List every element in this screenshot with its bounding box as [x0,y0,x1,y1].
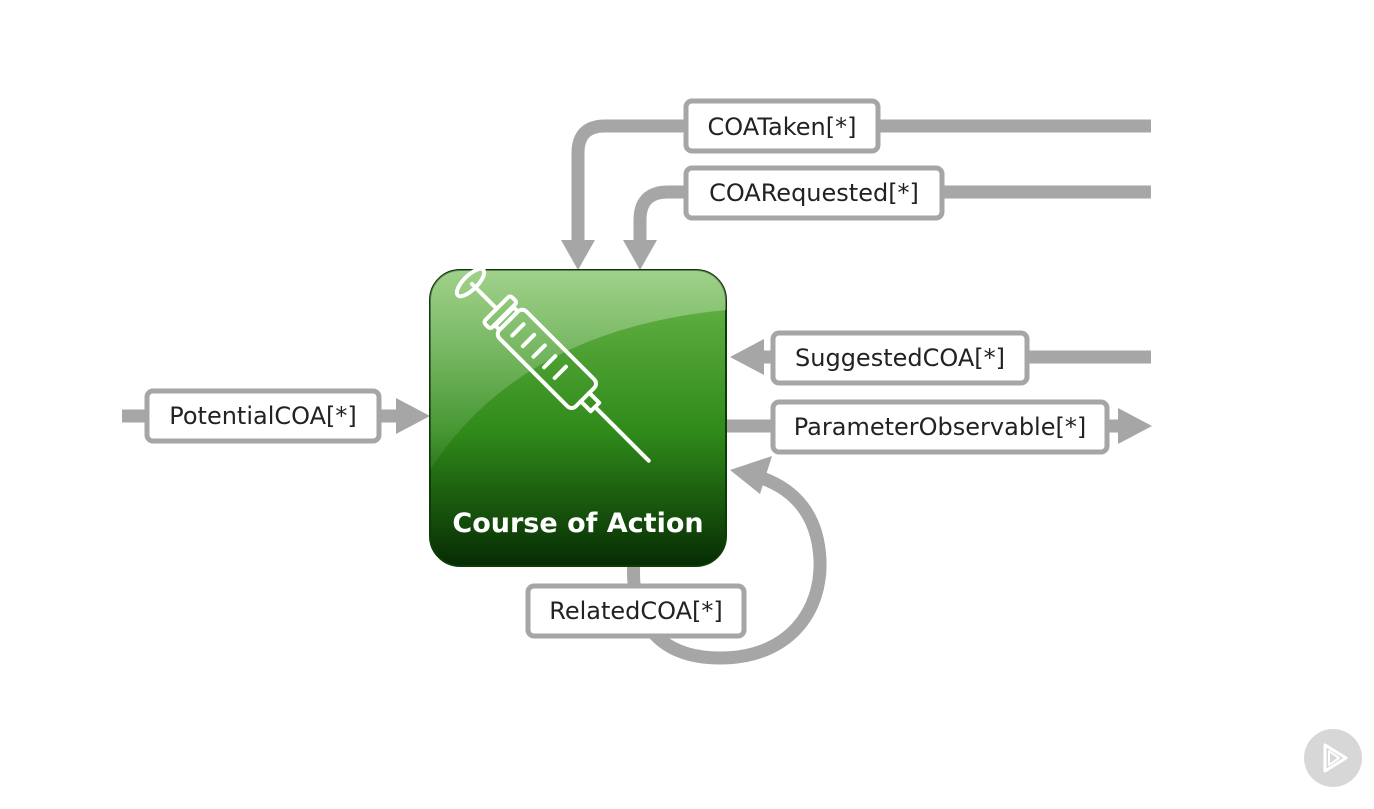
play-icon [1323,743,1348,773]
label-potential-coa-text: PotentialCOA[*] [169,402,357,430]
label-coa-requested-text: COARequested[*] [709,179,919,207]
arrowhead-coa-taken [561,240,595,270]
central-node-title: Course of Action [452,508,703,539]
label-suggested-coa: SuggestedCOA[*] [770,330,1030,386]
arrowhead-coa-requested [623,240,657,270]
label-suggested-coa-text: SuggestedCOA[*] [795,344,1005,372]
play-button[interactable] [1304,729,1362,787]
label-coa-taken: COATaken[*] [683,98,881,154]
arrowhead-parameter-observable [1118,408,1152,444]
syringe-icon [454,266,651,463]
label-parameter-observable-text: ParameterObservable[*] [794,413,1086,441]
label-coa-taken-text: COATaken[*] [708,113,857,141]
arrowhead-potential-coa [396,398,430,434]
arrowhead-suggested-coa [730,339,764,375]
label-coa-requested: COARequested[*] [683,165,945,221]
central-node: Course of Action [429,266,727,567]
connector-coa-requested [633,185,1151,242]
arrowhead-related-coa [730,456,772,494]
label-parameter-observable: ParameterObservable[*] [770,399,1110,455]
label-related-coa: RelatedCOA[*] [525,583,747,639]
label-potential-coa: PotentialCOA[*] [144,388,382,444]
connector-coa-taken [571,119,1151,242]
label-related-coa-text: RelatedCOA[*] [549,597,723,625]
